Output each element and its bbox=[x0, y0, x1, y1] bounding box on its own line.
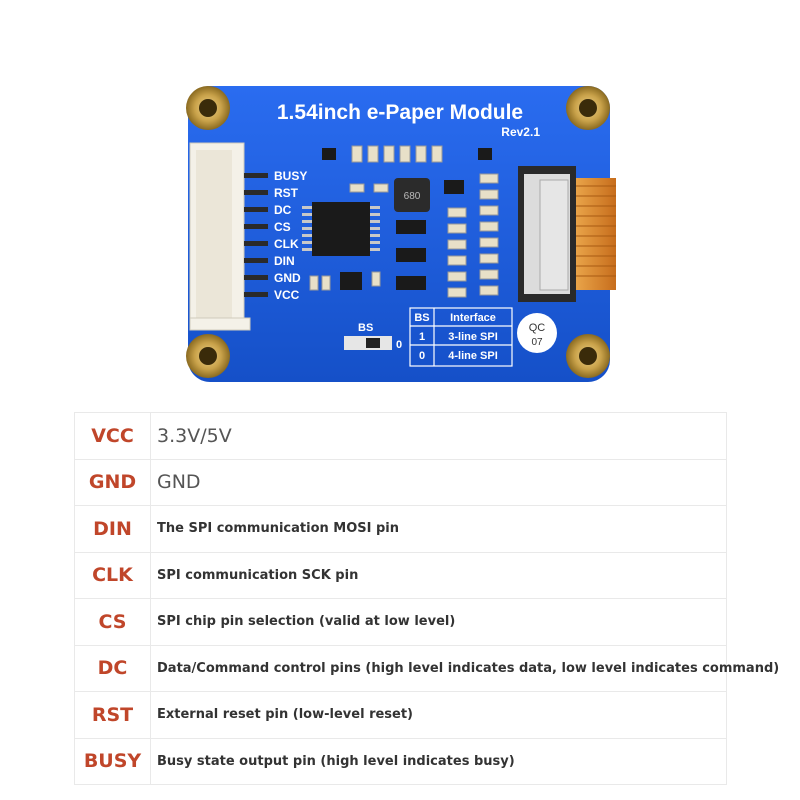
cropped-header-text: — ———— ——— ———— bbox=[265, 0, 595, 4]
table-row: DIN The SPI communication MOSI pin bbox=[74, 505, 727, 553]
pin-description: Data/Command control pins (high level in… bbox=[150, 644, 779, 692]
main-ic-chip bbox=[302, 202, 380, 256]
fpc-ribbon-lines bbox=[576, 185, 616, 277]
qc-line2: 07 bbox=[531, 337, 543, 348]
table-row: CLK SPI communication SCK pin bbox=[74, 551, 727, 599]
top-resistor-row bbox=[322, 145, 492, 163]
small-caps bbox=[309, 183, 389, 291]
board-pin-label: DC bbox=[274, 203, 292, 217]
pin-description: SPI communication SCK pin bbox=[150, 551, 727, 599]
pin-name: CLK bbox=[74, 551, 151, 599]
pin-description: Busy state output pin (high level indica… bbox=[150, 737, 727, 785]
interface-header-interface: Interface bbox=[450, 312, 496, 324]
qc-sticker: QC 07 bbox=[517, 313, 557, 353]
interface-row2-bs: 0 bbox=[419, 350, 425, 362]
table-row: CS SPI chip pin selection (valid at low … bbox=[74, 598, 727, 646]
interface-row1-bs: 1 bbox=[419, 331, 425, 343]
standoff-bottom-left-icon bbox=[186, 334, 230, 378]
epaper-module-photo: 1.54inch e-Paper Module Rev2.1 BUSY RST … bbox=[186, 86, 616, 382]
inductor: 680 bbox=[394, 178, 430, 212]
pin-name: BUSY bbox=[74, 737, 151, 785]
qc-line1: QC bbox=[529, 322, 546, 334]
pin-name: DC bbox=[74, 644, 151, 692]
interface-row2-mode: 4-line SPI bbox=[448, 350, 498, 362]
fpc-ribbon bbox=[576, 178, 616, 290]
board-title: 1.54inch e-Paper Module bbox=[277, 101, 523, 124]
standoff-top-left-icon bbox=[186, 86, 230, 130]
board-pin-label: VCC bbox=[274, 288, 300, 302]
pin-description: The SPI communication MOSI pin bbox=[150, 505, 727, 553]
pin-description: GND bbox=[150, 458, 727, 506]
pin-leads bbox=[244, 173, 268, 297]
pin-description: SPI chip pin selection (valid at low lev… bbox=[150, 598, 727, 646]
board-pin-label: DIN bbox=[274, 254, 295, 268]
bs-jumper bbox=[344, 336, 392, 350]
standoff-bottom-right-icon bbox=[566, 334, 610, 378]
table-row: DC Data/Command control pins (high level… bbox=[74, 644, 779, 692]
board-illustration: 1.54inch e-Paper Module Rev2.1 BUSY RST … bbox=[186, 86, 616, 382]
pin-header-connector bbox=[189, 142, 251, 331]
inductor-marking: 680 bbox=[404, 191, 421, 202]
pin-name: RST bbox=[74, 691, 151, 739]
standoff-top-right-icon bbox=[566, 86, 610, 130]
pin-name: GND bbox=[74, 458, 151, 506]
table-row: VCC 3.3V/5V bbox=[74, 412, 727, 460]
table-row: BUSY Busy state output pin (high level i… bbox=[74, 737, 727, 785]
board-pin-label: GND bbox=[274, 271, 301, 285]
pin-name: DIN bbox=[74, 505, 151, 553]
board-revision: Rev2.1 bbox=[501, 125, 540, 139]
table-row: RST External reset pin (low-level reset) bbox=[74, 691, 727, 739]
transistors bbox=[340, 180, 464, 290]
board-pin-label: CLK bbox=[274, 237, 299, 251]
interface-header-bs: BS bbox=[414, 312, 429, 324]
pin-description: 3.3V/5V bbox=[150, 412, 727, 460]
bs-jumper-label: BS bbox=[358, 322, 373, 334]
pin-description: External reset pin (low-level reset) bbox=[150, 691, 727, 739]
bs-jumper-zero: 0 bbox=[396, 339, 402, 351]
table-row: GND GND bbox=[74, 458, 727, 506]
fpc-connector bbox=[518, 166, 576, 302]
board-pin-label: BUSY bbox=[274, 169, 307, 183]
pin-description-table: VCC 3.3V/5V GND GND DIN The SPI communic… bbox=[74, 412, 779, 785]
interface-table bbox=[409, 307, 513, 367]
board-pin-label: RST bbox=[274, 186, 299, 200]
pin-name: CS bbox=[74, 598, 151, 646]
capacitor-columns bbox=[447, 173, 499, 298]
board-pin-label: CS bbox=[274, 220, 291, 234]
pin-name: VCC bbox=[74, 412, 151, 460]
interface-row1-mode: 3-line SPI bbox=[448, 331, 498, 343]
